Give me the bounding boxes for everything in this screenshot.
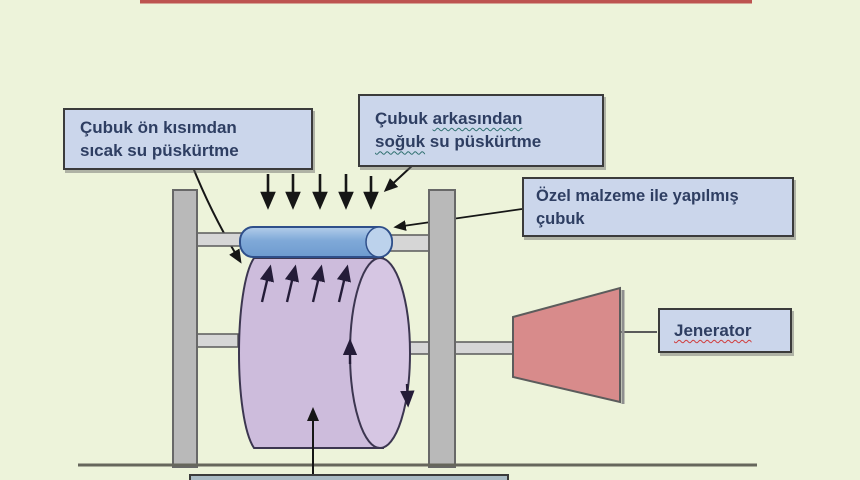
- flow-arrow-icon: [336, 264, 351, 303]
- label-generator-text: Jenerator: [674, 320, 752, 340]
- flow-arrow-icon: [284, 264, 299, 303]
- axle-lower-left: [195, 333, 239, 348]
- label-back-word: Çubuk: [375, 109, 433, 128]
- drum-face: [349, 257, 411, 449]
- generator-shape: [512, 286, 621, 404]
- label-front-hot-spray: Çubuk ön kısımdan sıcak su püskürtme: [63, 108, 313, 170]
- label-back-line2: soğuk su püskürtme: [375, 130, 594, 153]
- drum-flow-arrows: [259, 264, 351, 303]
- flow-arrow-icon: [310, 264, 325, 303]
- rotation-arrow-down-icon: [400, 383, 415, 408]
- leader-arrow-rod-material: [393, 208, 523, 231]
- label-back-line1: Çubuk arkasından: [375, 107, 594, 130]
- title-box-bottom-edge: [140, 0, 752, 4]
- label-front-line1: Çubuk ön kısımdan: [80, 118, 237, 137]
- label-generator: Jenerator: [658, 308, 792, 353]
- leader-arrow-back-spray: [383, 163, 415, 193]
- label-front-line2: sıcak su püskürtme: [80, 141, 239, 161]
- label-rod-line1: Özel malzeme ile yapılmış: [536, 187, 739, 205]
- water-spray-arrows: [260, 174, 379, 210]
- label-back-cold-spray: Çubuk arkasından soğuk su püskürtme: [358, 94, 604, 167]
- drum-body: [238, 257, 384, 449]
- label-back-word: su püskürtme: [425, 132, 542, 152]
- leader-arrow-front-spray: [191, 164, 242, 264]
- flow-arrow-icon: [259, 264, 274, 303]
- label-rod-line2: çubuk: [536, 209, 585, 228]
- special-rod-end-cap: [365, 226, 393, 258]
- axle-upper-right: [389, 234, 433, 252]
- label-rod-material: Özel malzeme ile yapılmış çubuk: [522, 177, 794, 237]
- frame-right-post: [428, 189, 456, 468]
- bottom-label-box: [189, 474, 509, 480]
- label-back-word-underlined: arkasından: [432, 109, 523, 128]
- frame-left-post: [172, 189, 198, 468]
- axle-upper-left: [195, 232, 243, 247]
- label-back-word-underlined: soğuk: [375, 132, 426, 152]
